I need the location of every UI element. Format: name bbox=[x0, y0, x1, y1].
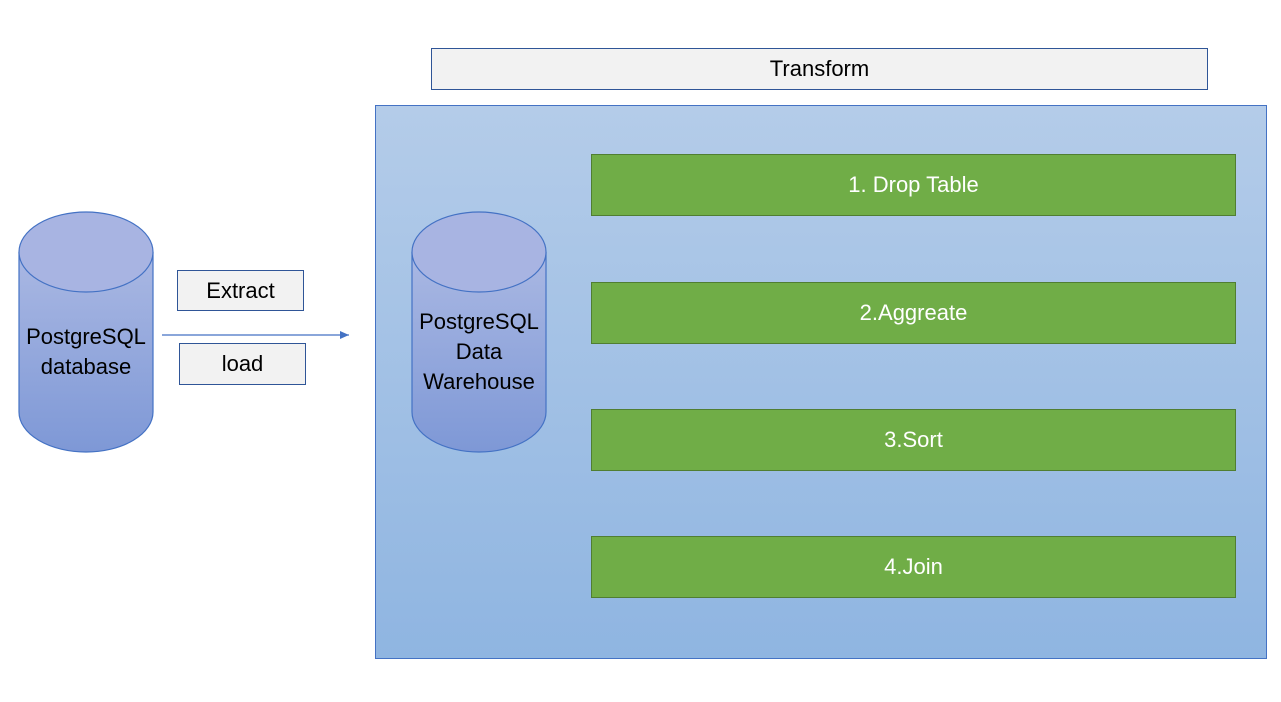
transform-label: Transform bbox=[431, 48, 1208, 90]
source-line-2: database bbox=[40, 354, 132, 379]
warehouse-line-3: Warehouse bbox=[423, 369, 535, 394]
step-join: 4.Join bbox=[591, 536, 1236, 598]
step-drop-table: 1. Drop Table bbox=[591, 154, 1236, 216]
step-sort: 3.Sort bbox=[591, 409, 1236, 471]
source-line-1: PostgreSQL bbox=[26, 324, 146, 349]
source-database-label: PostgreSQL database bbox=[19, 320, 153, 384]
load-label: load bbox=[179, 343, 306, 385]
extract-label: Extract bbox=[177, 270, 304, 311]
warehouse-line-1: PostgreSQL bbox=[419, 309, 539, 334]
warehouse-label: PostgreSQL Data Warehouse bbox=[412, 306, 546, 398]
step-aggregate: 2.Aggreate bbox=[591, 282, 1236, 344]
warehouse-line-2: Data bbox=[455, 339, 503, 364]
